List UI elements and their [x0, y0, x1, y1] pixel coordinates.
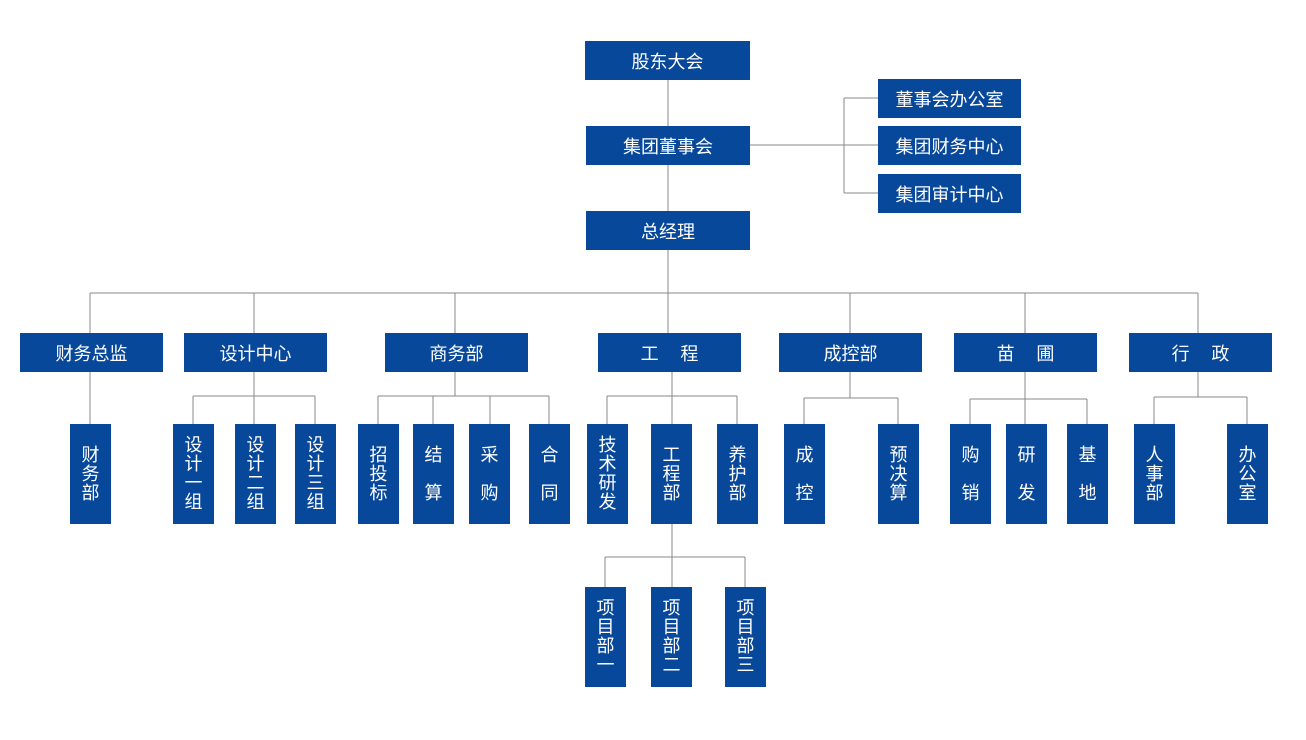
general-manager-label: 总经理 [641, 221, 695, 243]
sub-procurement-label: 采 购 [480, 444, 499, 504]
board-label: 集团董事会 [623, 136, 713, 158]
project-dept-3-label: 项 目 部 三 [736, 598, 755, 676]
project-dept-1[interactable]: 项 目 部 一 [585, 587, 626, 687]
sub-hr-label: 人 事 部 [1145, 444, 1164, 504]
sub-design-group-3-label: 设 计 三 组 [306, 435, 325, 513]
dept-commerce-box[interactable]: 商务部 [385, 333, 528, 372]
sub-engineering-dept-label: 工 程 部 [662, 444, 681, 504]
sub-design-group-2[interactable]: 设 计 二 组 [235, 424, 276, 524]
sub-tech-rd-label: 技 术 研 发 [598, 435, 617, 513]
sub-budget-label: 预 决 算 [889, 444, 908, 504]
board-box[interactable]: 集团董事会 [586, 126, 750, 165]
sub-bidding-label: 招 投 标 [369, 444, 388, 504]
project-dept-3[interactable]: 项 目 部 三 [725, 587, 766, 687]
sub-office[interactable]: 办 公 室 [1227, 424, 1268, 524]
sub-bidding[interactable]: 招 投 标 [358, 424, 399, 524]
sub-contract[interactable]: 合 同 [529, 424, 570, 524]
board-office-box[interactable]: 董事会办公室 [878, 79, 1021, 118]
sub-engineering-dept[interactable]: 工 程 部 [651, 424, 692, 524]
sub-base-label: 基 地 [1078, 444, 1097, 504]
dept-finance-label: 财务总监 [55, 343, 128, 365]
sub-cost-control-label: 成 控 [795, 444, 814, 504]
dept-commerce-label: 商务部 [429, 343, 484, 365]
finance-center-box[interactable]: 集团财务中心 [878, 126, 1021, 165]
dept-engineering-label: 工 程 [640, 343, 707, 365]
sub-nursery-rd-label: 研 发 [1017, 444, 1036, 504]
sub-settlement-label: 结 算 [424, 444, 443, 504]
audit-center-label: 集团审计中心 [895, 184, 1004, 206]
sub-design-group-1-label: 设 计 一 组 [184, 435, 203, 513]
finance-center-label: 集团财务中心 [895, 136, 1004, 158]
sub-contract-label: 合 同 [540, 444, 559, 504]
sub-procurement[interactable]: 采 购 [469, 424, 510, 524]
sub-maintenance[interactable]: 养 护 部 [717, 424, 758, 524]
dept-design-box[interactable]: 设计中心 [184, 333, 327, 372]
sub-budget[interactable]: 预 决 算 [878, 424, 919, 524]
project-dept-2-label: 项 目 部 二 [662, 598, 681, 676]
sub-sales[interactable]: 购 销 [950, 424, 991, 524]
sub-nursery-rd[interactable]: 研 发 [1006, 424, 1047, 524]
dept-cost-box[interactable]: 成控部 [779, 333, 922, 372]
sub-finance-dept-label: 财 务 部 [81, 444, 100, 504]
sub-settlement[interactable]: 结 算 [413, 424, 454, 524]
dept-admin-label: 行 政 [1171, 343, 1238, 365]
sub-design-group-1[interactable]: 设 计 一 组 [173, 424, 214, 524]
dept-engineering-box[interactable]: 工 程 [598, 333, 741, 372]
sub-design-group-3[interactable]: 设 计 三 组 [295, 424, 336, 524]
sub-design-group-2-label: 设 计 二 组 [246, 435, 265, 513]
dept-design-label: 设计中心 [219, 343, 292, 365]
project-dept-2[interactable]: 项 目 部 二 [651, 587, 692, 687]
general-manager-box[interactable]: 总经理 [586, 211, 750, 250]
sub-sales-label: 购 销 [961, 444, 980, 504]
sub-hr[interactable]: 人 事 部 [1134, 424, 1175, 524]
dept-cost-label: 成控部 [823, 343, 878, 365]
sub-cost-control[interactable]: 成 控 [784, 424, 825, 524]
dept-nursery-box[interactable]: 苗 圃 [954, 333, 1097, 372]
sub-finance-dept[interactable]: 财 务 部 [70, 424, 111, 524]
board-office-label: 董事会办公室 [895, 89, 1004, 111]
sub-base[interactable]: 基 地 [1067, 424, 1108, 524]
dept-admin-box[interactable]: 行 政 [1129, 333, 1272, 372]
sub-office-label: 办 公 室 [1238, 444, 1257, 504]
project-dept-1-label: 项 目 部 一 [596, 598, 615, 676]
shareholders-label: 股东大会 [631, 51, 704, 73]
shareholders-box[interactable]: 股东大会 [585, 41, 750, 80]
sub-tech-rd[interactable]: 技 术 研 发 [587, 424, 628, 524]
audit-center-box[interactable]: 集团审计中心 [878, 174, 1021, 213]
dept-finance-box[interactable]: 财务总监 [20, 333, 163, 372]
dept-nursery-label: 苗 圃 [996, 343, 1063, 365]
sub-maintenance-label: 养 护 部 [728, 444, 747, 504]
